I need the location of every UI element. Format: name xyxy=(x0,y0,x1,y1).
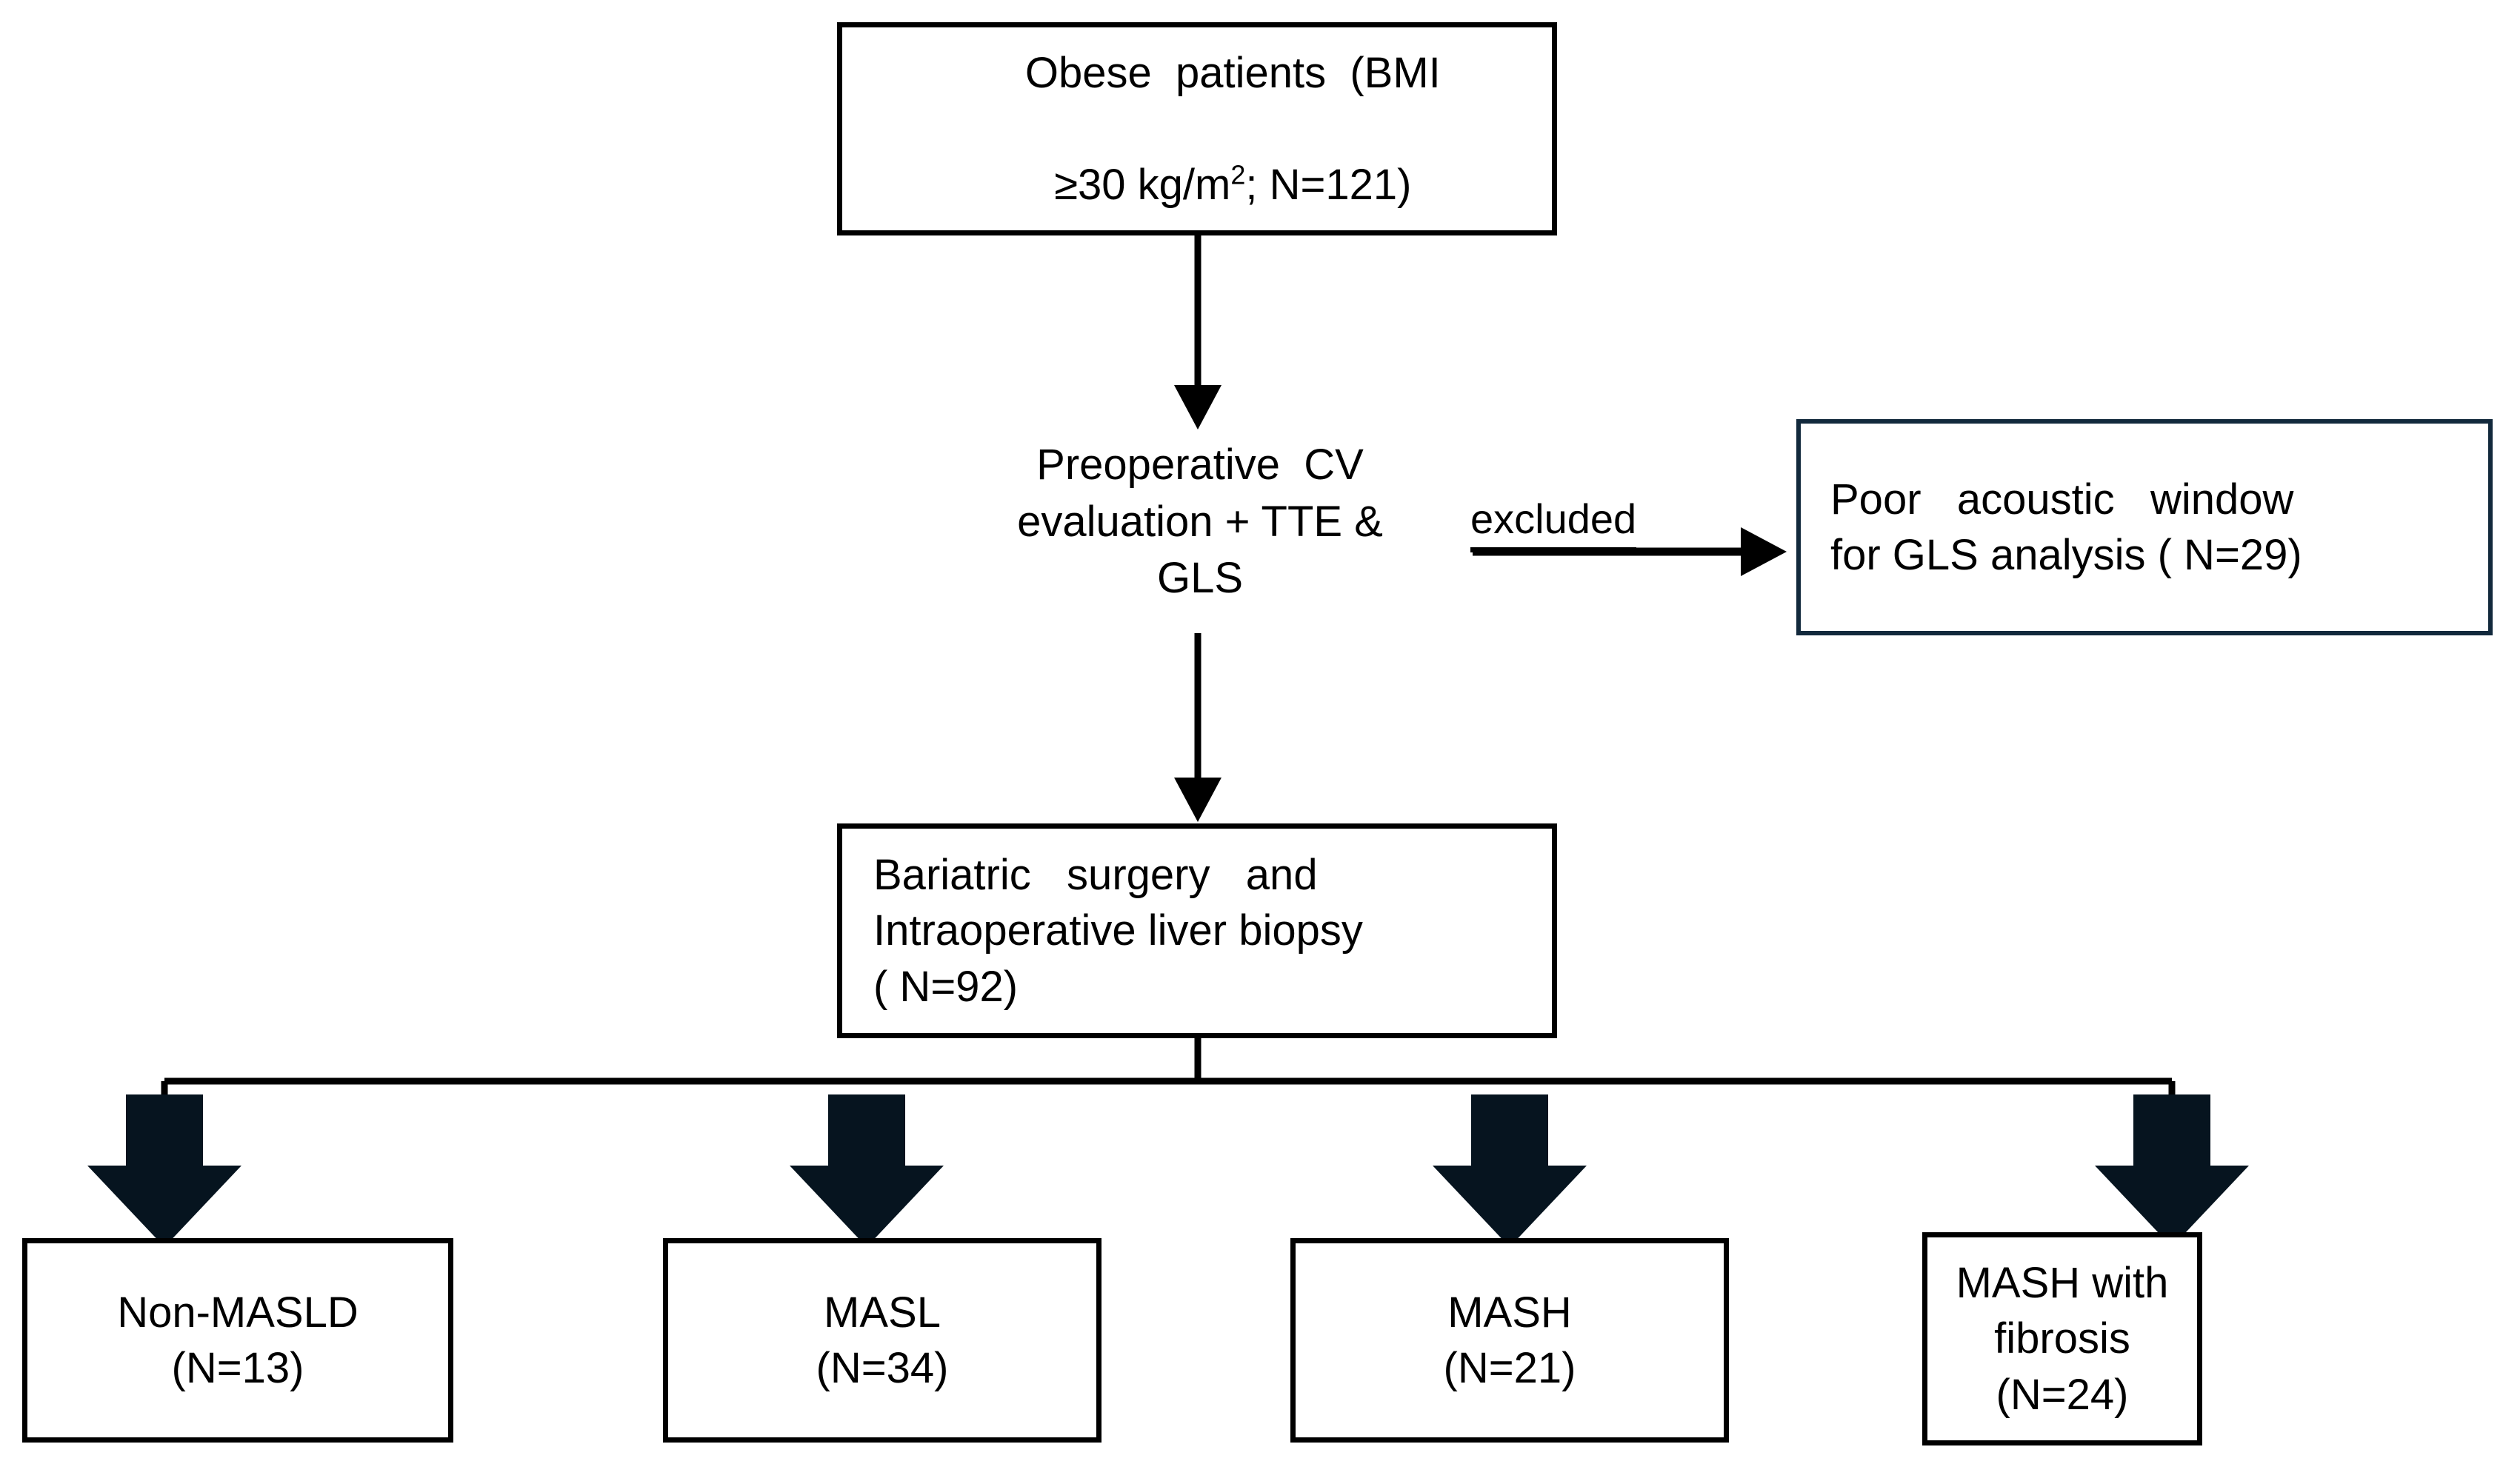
node-outcome-non-masld-label: Non-MASLD xyxy=(117,1288,359,1337)
obese-line1: Obese patients (BMI xyxy=(1024,48,1441,97)
block-arrow-masl xyxy=(790,1094,944,1247)
obese-line2-prefix: ≥30 kg/m xyxy=(1054,160,1231,209)
node-outcome-mash-with-fibrosis-label: MASH with fibrosis xyxy=(1956,1258,2169,1363)
obese-line2-superscript: 2 xyxy=(1230,159,1246,190)
arrow-preoperative-to-bariatric xyxy=(1174,633,1221,822)
block-arrow-mash xyxy=(1433,1094,1587,1247)
node-outcome-non-masld: Non-MASLD (N=13) xyxy=(22,1238,453,1443)
node-outcome-non-masld-count: (N=13) xyxy=(171,1344,304,1392)
node-outcome-masl-label: MASL xyxy=(824,1288,941,1337)
node-preoperative-evaluation: Preoperative CV evaluation + TTE & GLS xyxy=(1017,441,1383,603)
distribution-bus xyxy=(161,1038,2176,1097)
node-outcome-mash: MASH (N=21) xyxy=(1290,1238,1729,1443)
node-obese-patients-text: Obese patients (BMI ≥30 kg/m2; N=121) xyxy=(870,0,1524,268)
node-outcome-masl: MASL (N=34) xyxy=(663,1238,1101,1443)
node-poor-acoustic-window: Poor acoustic window for GLS analysis ( … xyxy=(1796,419,2493,635)
edge-label-excluded: excluded xyxy=(1470,498,1637,552)
node-bariatric-surgery-text: Bariatric surgery and Intraoperative liv… xyxy=(873,850,1363,1011)
node-outcome-masl-count: (N=34) xyxy=(816,1344,949,1392)
node-outcome-mash-count: (N=21) xyxy=(1443,1344,1576,1392)
block-arrow-mash-fibrosis xyxy=(2095,1094,2249,1247)
node-poor-acoustic-window-text: Poor acoustic window for GLS analysis ( … xyxy=(1830,475,2302,579)
obese-line2-suffix: ; N=121) xyxy=(1245,160,1412,209)
node-obese-patients: Obese patients (BMI ≥30 kg/m2; N=121) xyxy=(837,22,1557,235)
node-bariatric-surgery: Bariatric surgery and Intraoperative liv… xyxy=(837,823,1557,1038)
block-arrow-non-masld xyxy=(87,1094,241,1247)
node-outcome-mash-with-fibrosis: MASH with fibrosis (N=24) xyxy=(1922,1232,2202,1445)
node-outcome-mash-label: MASH xyxy=(1447,1288,1572,1337)
node-outcome-mash-with-fibrosis-count: (N=24) xyxy=(1996,1370,2129,1419)
